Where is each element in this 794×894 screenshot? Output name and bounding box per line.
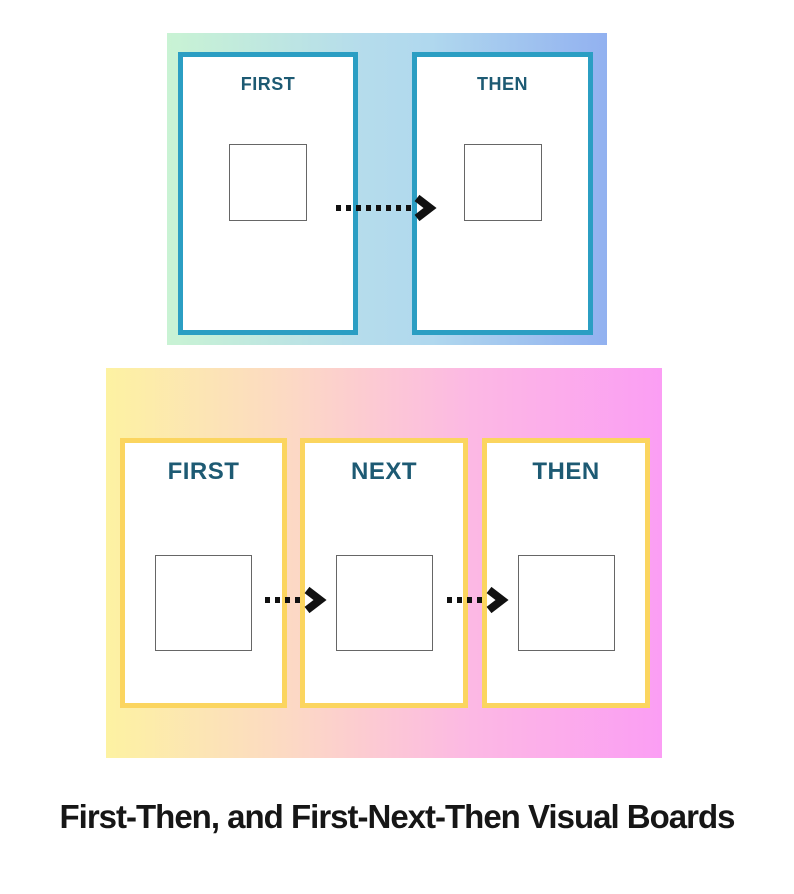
first-then-card-then: THEN — [412, 52, 593, 335]
first-next-then-card-first: FIRST — [120, 438, 287, 708]
picture-slot — [517, 555, 615, 651]
dotted-arrow-right-icon — [447, 586, 509, 614]
picture-slot — [229, 144, 307, 221]
dotted-arrow-right-icon — [265, 586, 327, 614]
card-label-then: THEN — [477, 74, 528, 94]
page-title: First-Then, and First-Next-Then Visual B… — [59, 798, 736, 835]
picture-slot — [335, 555, 433, 651]
picture-slot — [155, 555, 252, 651]
first-next-then-card-next: NEXT — [300, 438, 468, 708]
card-label-then: THEN — [532, 458, 600, 485]
first-next-then-board: FIRST NEXT THEN — [106, 368, 662, 758]
first-next-then-card-then: THEN — [482, 438, 650, 708]
card-label-first: FIRST — [240, 74, 296, 94]
picture-slot — [463, 144, 542, 221]
first-then-board: FIRST THEN — [167, 33, 607, 345]
dotted-arrow-right-icon — [336, 194, 437, 222]
card-label-next: NEXT — [350, 458, 417, 485]
card-label-first: FIRST — [167, 458, 240, 485]
first-then-card-first: FIRST — [178, 52, 358, 335]
